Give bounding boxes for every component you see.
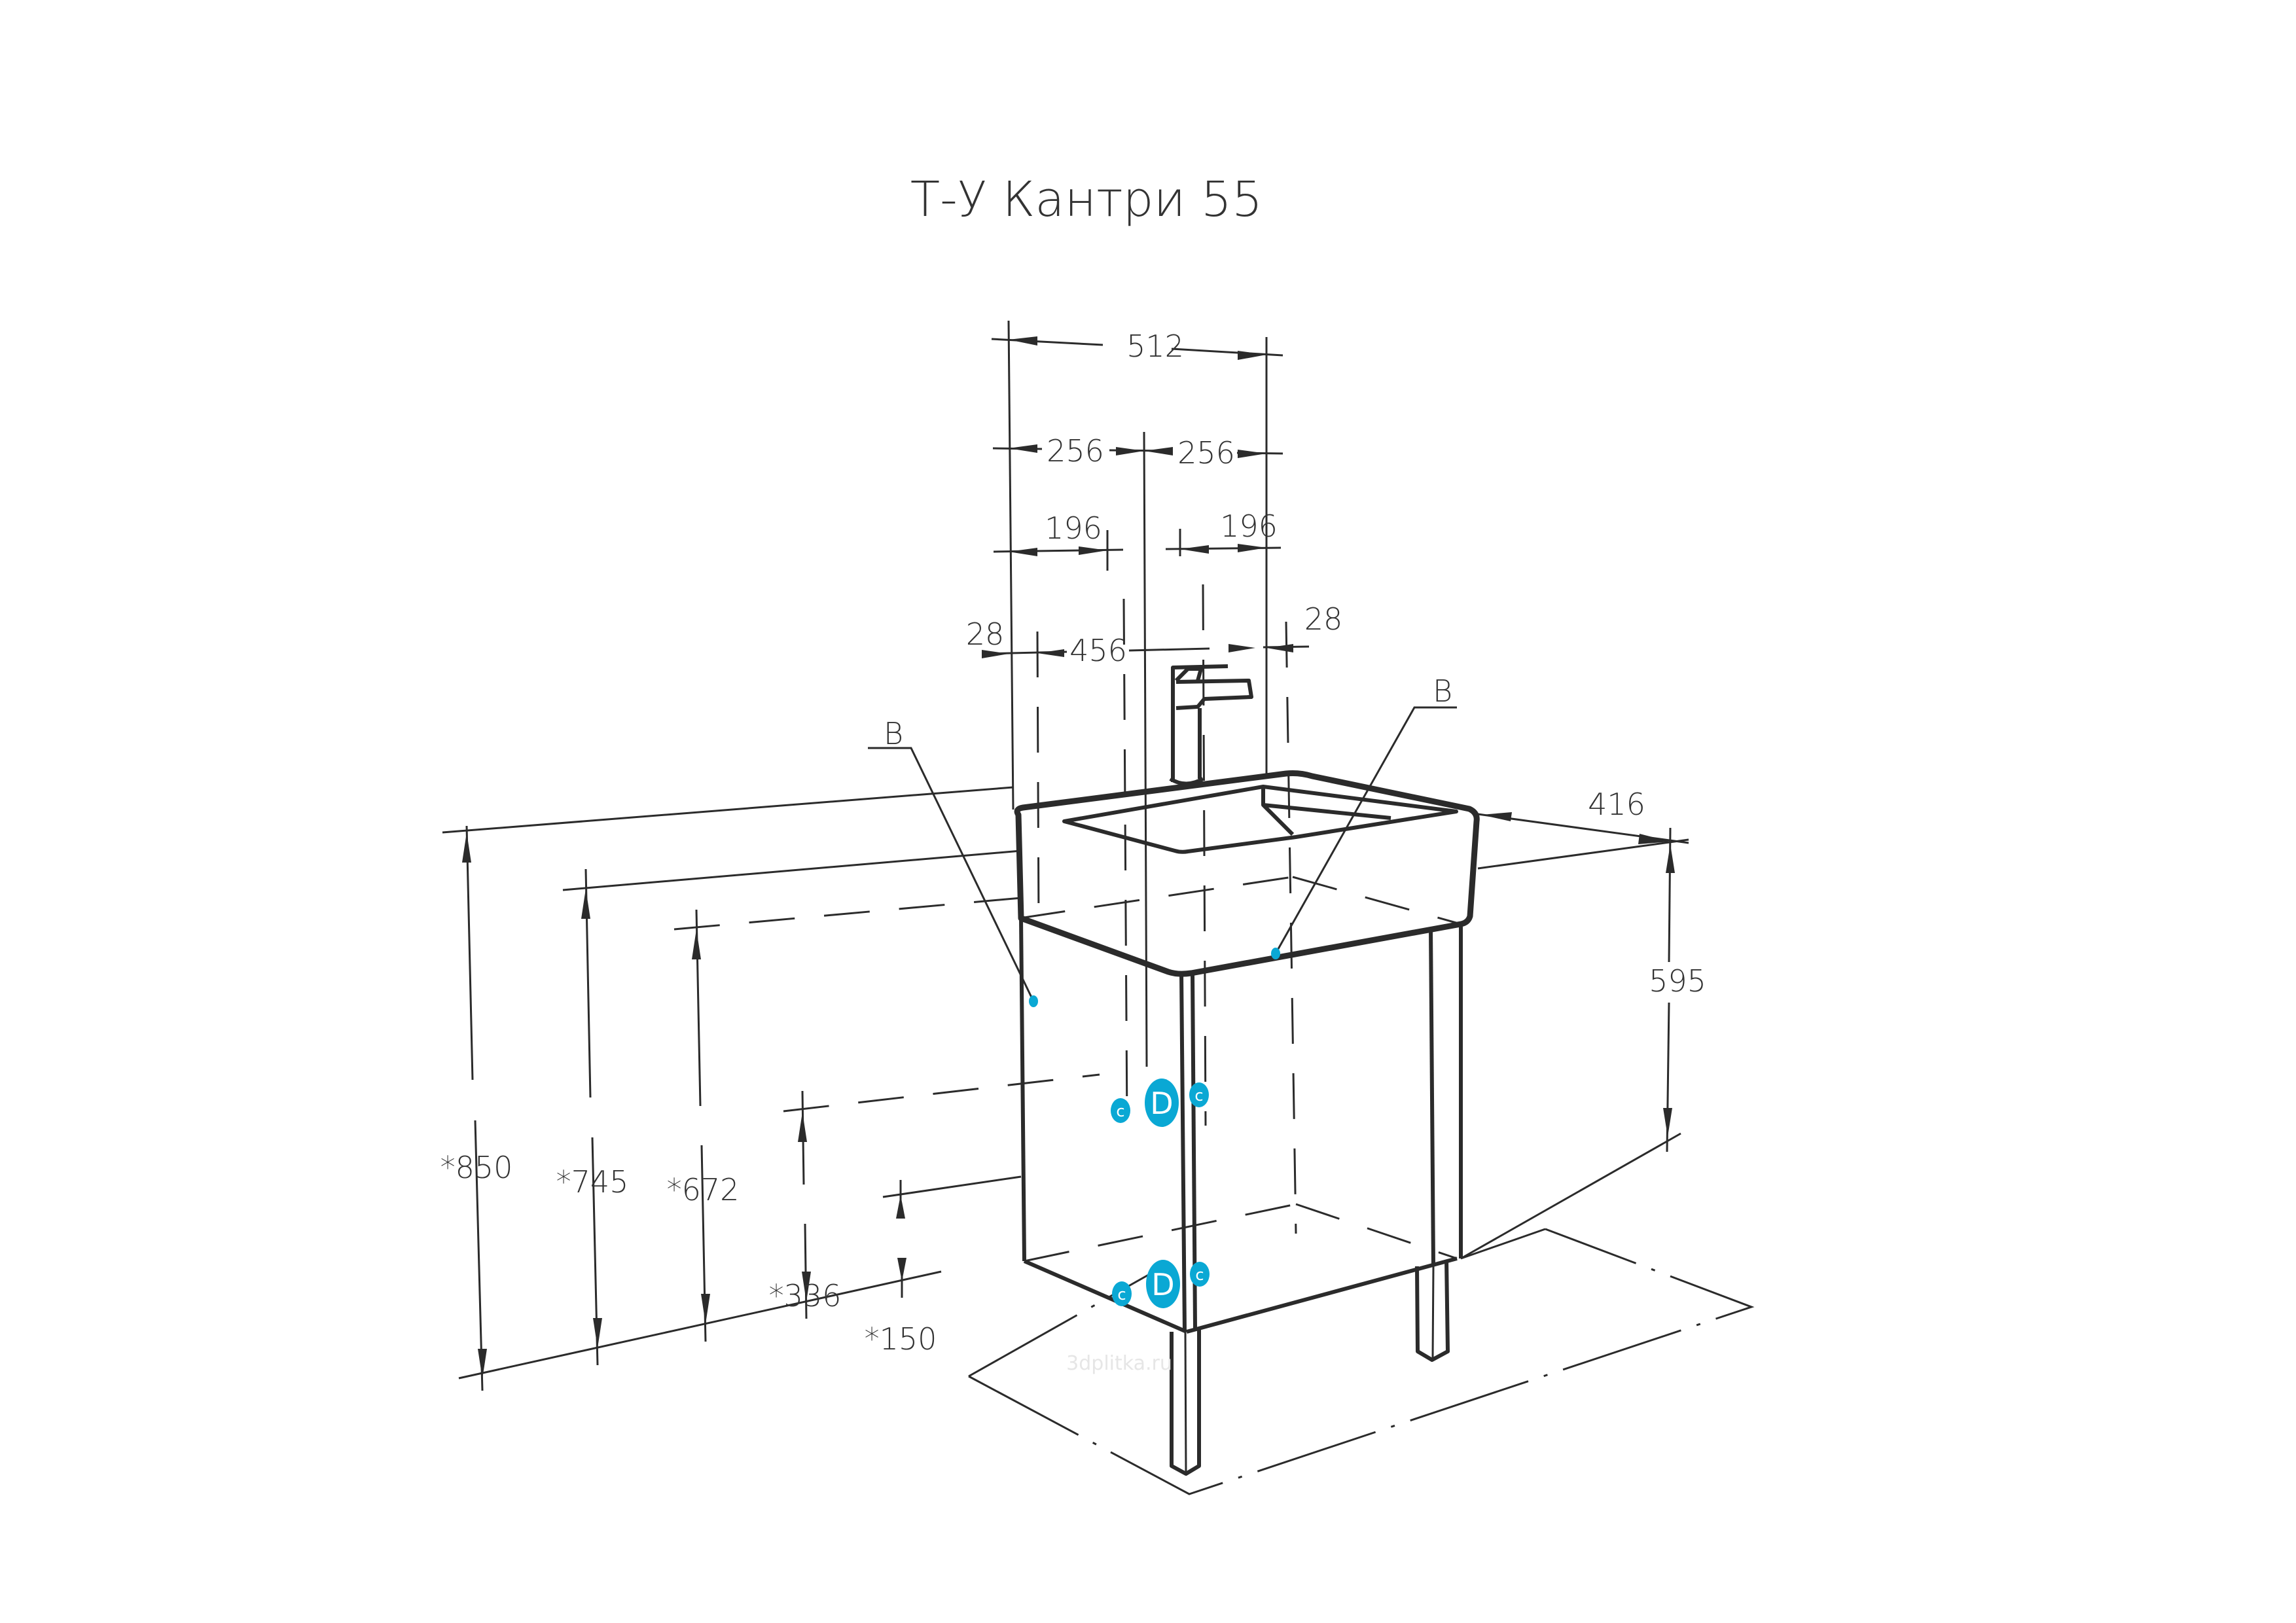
connection-markers-upper: c D c [1111, 1079, 1209, 1127]
washbasin [1014, 770, 1480, 977]
mount-point-left-icon [1029, 995, 1038, 1007]
dim-overall-width: 512 [1126, 329, 1184, 364]
mount-point-right-icon [1271, 948, 1280, 959]
cabinet-legs [1170, 1259, 1450, 1476]
centerline-right [1202, 584, 1207, 1126]
dim-offset-right: 196 [1220, 508, 1278, 544]
svg-text:c: c [1194, 1086, 1203, 1105]
dim-depth: 416 [1588, 787, 1645, 822]
faucet-icon [1169, 664, 1253, 786]
svg-text:c: c [1117, 1285, 1126, 1304]
mount-callout-left: B [868, 716, 1038, 1007]
dim-745-line: *745 [556, 868, 629, 1366]
dimension-256-pair: 256 256 [992, 431, 1283, 1067]
cabinet [1019, 918, 1463, 1334]
mount-callout-right: B [1271, 673, 1457, 959]
connector-c-upper-left-icon [1111, 1098, 1130, 1123]
connection-markers-lower: c D c [1112, 1260, 1210, 1308]
dim-416-depth: 416 [1477, 787, 1689, 870]
dim-offset-left: 196 [1045, 510, 1102, 546]
dim-850-line: *850 [440, 825, 513, 1391]
dim-595-cabinet-height: 595 [1460, 827, 1706, 1260]
dim-336-line: *336 [769, 1090, 842, 1319]
watermark: 3dplitka.ru [1066, 1352, 1172, 1375]
svg-text:D: D [1150, 1086, 1173, 1121]
dimension-456-28: 28 456 28 [966, 601, 1343, 668]
drawing-title: Т-У Кантри 55 [910, 171, 1263, 228]
mount-label-left: B [884, 716, 903, 751]
water-d-lower-icon [1146, 1260, 1180, 1308]
dim-half-width-right: 256 [1177, 435, 1235, 471]
dim-side-right: 28 [1304, 601, 1343, 637]
dim-672-line: *672 [667, 909, 740, 1342]
svg-text:c: c [1116, 1102, 1124, 1120]
dim-half-width-left: 256 [1047, 433, 1104, 469]
dim-height-150: *150 [865, 1321, 937, 1357]
mount-label-right: B [1433, 673, 1452, 709]
connector-c-lower-right-icon [1190, 1262, 1210, 1287]
svg-text:D: D [1151, 1267, 1174, 1302]
dim-total-height: *850 [440, 1150, 513, 1185]
dim-side-left: 28 [966, 616, 1005, 652]
dim-150-line: *150 [865, 1180, 937, 1357]
height-dimension-extension-lines [442, 786, 1100, 1380]
centerline-left [1122, 598, 1128, 1126]
connector-c-upper-right-icon [1189, 1082, 1209, 1107]
inner-edge-left [1036, 631, 1040, 927]
dimension-196-pair: 196 196 [993, 508, 1282, 571]
dim-height-336: *336 [769, 1278, 842, 1313]
dim-inner-width: 456 [1069, 633, 1127, 668]
dimension-512: 512 [991, 320, 1283, 810]
dim-height-672: *672 [667, 1172, 740, 1207]
dim-height-745: *745 [556, 1164, 629, 1200]
water-d-upper-icon [1145, 1079, 1179, 1127]
svg-text:c: c [1195, 1266, 1204, 1284]
connector-c-lower-left-icon [1112, 1281, 1132, 1306]
dim-cabinet-height: 595 [1649, 963, 1706, 999]
